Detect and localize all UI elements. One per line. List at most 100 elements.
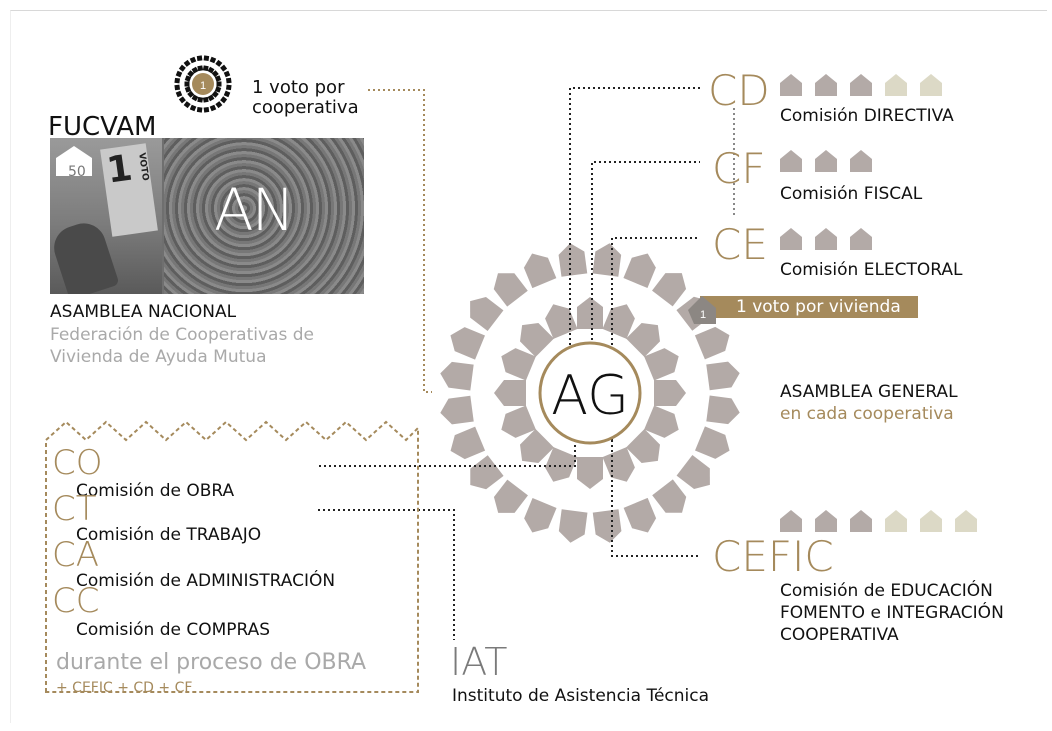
rosette-petal — [519, 322, 554, 357]
general-assembly-rosette — [440, 243, 740, 543]
rosette-petal — [558, 243, 588, 277]
ballot-card: 1 VOTO — [100, 143, 158, 237]
rosette-petal — [706, 361, 740, 391]
sunburst-petal — [225, 84, 232, 91]
connector-ag-ce — [611, 237, 700, 440]
cf-name: Comisión FISCAL — [780, 184, 923, 204]
sunburst-petal — [209, 56, 217, 64]
connector-cooperative-vote — [368, 89, 432, 393]
ballot-photo: 50 1 VOTO — [50, 138, 162, 294]
house-icon — [815, 510, 837, 532]
connector-ag-cefic — [611, 440, 700, 557]
sunburst-petal — [220, 64, 228, 72]
iat-name: Instituto de Asistencia Técnica — [452, 686, 710, 706]
ballot-number: 1 — [104, 147, 135, 192]
ce-abbr: CE — [712, 220, 768, 269]
rosette-petal — [501, 348, 536, 381]
rosette-petal — [652, 273, 687, 307]
sunburst-petal — [189, 104, 197, 112]
rosette-petal — [501, 405, 536, 438]
house-icon — [920, 74, 942, 96]
rosette-petal — [694, 326, 730, 360]
connector-ag-cf — [591, 161, 700, 360]
sunburst-petal — [220, 96, 228, 104]
sunburst-petal — [184, 75, 192, 82]
rosette-petal — [623, 253, 656, 288]
sunburst-petal — [197, 96, 204, 103]
ca-abbr: CA — [52, 535, 99, 575]
rosette-petal — [644, 405, 679, 438]
house-icon — [815, 74, 837, 96]
sunburst-petal — [197, 65, 204, 72]
crowd-photo — [164, 138, 364, 294]
cefic-line3: COOPERATIVA — [780, 625, 899, 645]
rosette-petal — [577, 457, 603, 489]
sunburst-petal — [215, 59, 223, 67]
rosette-petal — [577, 297, 603, 329]
house-icon — [815, 228, 837, 250]
ballot-word: VOTO — [136, 152, 150, 182]
rosette-petal — [494, 380, 526, 406]
ct-abbr: CT — [52, 489, 97, 529]
ag-circle — [538, 341, 642, 445]
sunburst-petal — [191, 94, 199, 102]
rosette-petal — [695, 426, 730, 459]
sunburst-petal — [191, 66, 199, 74]
cc-name: Comisión de COMPRAS — [76, 620, 271, 640]
sunburst-petal — [211, 70, 219, 78]
raised-hand — [50, 217, 120, 294]
houses-cd — [780, 74, 942, 96]
sunburst-petal — [207, 66, 215, 74]
house-icon — [780, 228, 802, 250]
rosette-petal — [450, 327, 485, 360]
house-icon — [850, 510, 872, 532]
houses-ce — [780, 228, 872, 250]
cooperative-vote-number: 1 — [200, 80, 206, 92]
cd-abbr: CD — [708, 66, 770, 115]
rosette-petal — [493, 273, 528, 307]
sunburst-petal — [196, 55, 203, 62]
house-icon — [850, 74, 872, 96]
ag-label: AG — [551, 364, 629, 427]
obra-box-outline — [45, 420, 419, 693]
sunburst-petal — [203, 106, 210, 113]
co-abbr: CO — [52, 443, 103, 483]
rosette-petal — [470, 455, 504, 490]
house-icon — [815, 150, 837, 172]
rosette-petal — [545, 304, 578, 339]
general-assembly-title: ASAMBLEA GENERAL — [780, 382, 958, 402]
cefic-abbr: CEFIC — [712, 532, 834, 581]
svg-text:1: 1 — [700, 309, 706, 321]
sunburst-petal — [174, 77, 181, 84]
federation-line2: Vivienda de Ayuda Mutua — [50, 347, 267, 367]
rosette-petal — [654, 380, 686, 406]
ce-name: Comisión ELECTORAL — [780, 260, 963, 280]
sunburst-petal — [214, 86, 222, 93]
sunburst-petal — [211, 90, 219, 98]
cefic-line2: FOMENTO e INTEGRACIÓN — [780, 603, 1004, 623]
rosette-petal — [602, 304, 635, 339]
cc-abbr: CC — [52, 581, 100, 621]
house-icon — [885, 510, 907, 532]
cf-abbr: CF — [712, 144, 766, 193]
house-icon — [780, 74, 802, 96]
co-name: Comisión de OBRA — [76, 481, 235, 501]
rosette-petal — [558, 509, 588, 543]
houses-cf — [780, 150, 872, 172]
house-icon — [850, 150, 872, 172]
sunburst-petal — [187, 90, 195, 98]
sunburst-petal — [178, 64, 186, 72]
house-icon — [955, 510, 977, 532]
sunburst-petal — [214, 75, 222, 82]
rosette-petal — [523, 253, 557, 289]
sunburst-petal — [189, 56, 197, 64]
rosette-petal — [470, 296, 504, 331]
sunburst-petal — [203, 55, 210, 62]
sunburst-petal — [207, 94, 215, 102]
federation-name: Federación de Cooperativas de Vivienda d… — [50, 324, 314, 368]
ca-name: Comisión de ADMINISTRACIÓN — [76, 571, 336, 591]
vote-badge-bar — [700, 296, 918, 318]
iat-abbr: IAT — [450, 640, 508, 684]
sunburst-petal — [174, 84, 181, 91]
